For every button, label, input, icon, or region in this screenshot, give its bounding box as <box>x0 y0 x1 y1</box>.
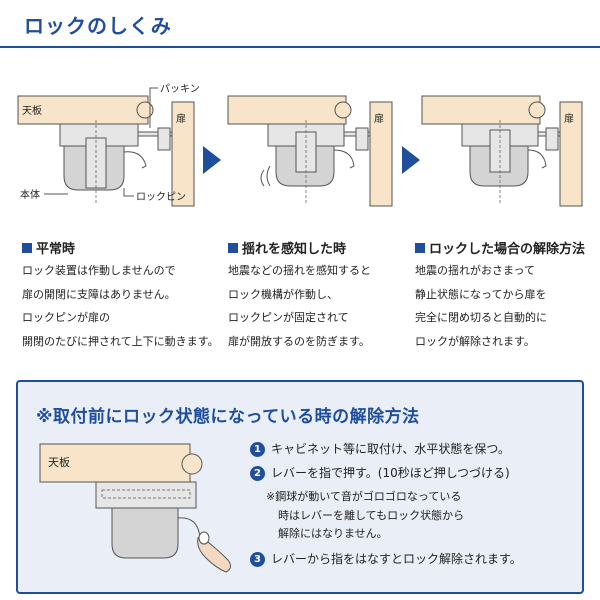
release-heading-text: ロックした場合の解除方法 <box>429 242 586 257</box>
shaking-description: 地震などの揺れを感知すると ロック機構が作動し、 ロックピンが固定されて 扉が開… <box>228 259 371 353</box>
square-bullet-icon <box>228 243 238 253</box>
arrow-right-icon <box>203 146 221 174</box>
release-board-label: 天板 <box>48 455 70 469</box>
release-note: ※鋼球が動いて音がゴロゴロなっている 時はレバーを離してもロック状態から 解除に… <box>266 488 464 544</box>
label-door-2: 扉 <box>374 112 384 125</box>
step-text: レバーを指で押す。(10秒ほど押しつづける) <box>271 466 510 480</box>
shaking-heading-text: 揺れを感知した時 <box>242 242 347 257</box>
normal-description: ロック装置は作動しませんので 扉の開閉に支障はありません。 ロックピンが扉の 開… <box>22 259 219 353</box>
text-line: 完全に閉め切ると自動的に <box>415 311 547 324</box>
page-title: ロックのしくみ <box>24 14 172 38</box>
release-description: 地震の揺れがおさまって 静止状態になってから扉を 完全に閉め切ると自動的に ロッ… <box>415 259 547 353</box>
step-text: レバーから指をはなすとロック解除されます。 <box>271 552 522 566</box>
lock-mechanism-diagram: .bd { fill:#f8e4c8; stroke:#555; stroke-… <box>17 83 583 207</box>
text-line: ロックが解除されます。 <box>415 334 535 348</box>
panel-release <box>421 95 583 207</box>
label-door-3: 扉 <box>564 112 574 125</box>
arrow-right-icon <box>402 146 420 174</box>
label-packing: パッキン <box>160 83 200 95</box>
panel-normal <box>17 87 195 207</box>
note-line: ※鋼球が動いて音がゴロゴロなっている <box>266 490 462 503</box>
shaking-heading: 揺れを感知した時 <box>228 238 346 257</box>
panel-shaking <box>227 95 393 207</box>
square-bullet-icon <box>22 243 32 253</box>
step-number-1: 1 <box>250 442 265 457</box>
release-heading: ロックした場合の解除方法 <box>415 238 585 257</box>
release-step-3: 3 レバーから指をはなすとロック解除されます。 <box>250 550 522 567</box>
text-line: 扉の開閉に支障はありません。 <box>22 287 176 301</box>
step-number-2: 2 <box>250 466 265 481</box>
release-step-1: 1 キャビネット等に取付け、水平状態を保つ。 <box>250 440 510 457</box>
text-line: ロック機構が作動し、 <box>228 287 338 301</box>
door <box>171 101 195 207</box>
text-line: 静止状態になってから扉を <box>415 287 547 301</box>
release-step-2: 2 レバーを指で押す。(10秒ほど押しつづける) <box>250 464 510 481</box>
title-rule <box>0 46 600 48</box>
note-line: 解除にはなりません。 <box>278 527 388 540</box>
release-box-title: ※取付前にロック状態になっている時の解除方法 <box>36 407 420 427</box>
square-bullet-icon <box>415 243 425 253</box>
text-line: ロック装置は作動しませんので <box>22 264 176 277</box>
text-line: ロックピンが固定されて <box>228 311 349 324</box>
label-top-board: 天板 <box>22 104 42 117</box>
label-door: 扉 <box>176 112 186 125</box>
top-board <box>17 95 149 125</box>
release-diagram: 天板 <box>39 443 232 573</box>
step-number-3: 3 <box>250 552 265 567</box>
text-line: ロックピンが扉の <box>22 311 110 324</box>
normal-heading-text: 平常時 <box>36 242 76 257</box>
note-line: 時はレバーを離してもロック状態から <box>278 508 465 522</box>
text-line: 地震の揺れがおさまって <box>415 264 536 277</box>
step-text: キャビネット等に取付け、水平状態を保つ。 <box>271 442 510 456</box>
text-line: 地震などの揺れを感知すると <box>228 264 371 277</box>
normal-heading: 平常時 <box>22 238 75 257</box>
text-line: 開閉のたびに押されて上下に動きます。 <box>22 334 219 348</box>
label-body: 本体 <box>20 188 40 201</box>
label-lock-pin: ロックピン <box>136 191 186 203</box>
packing <box>136 101 154 119</box>
text-line: 扉が開放するのを防ぎます。 <box>228 334 370 348</box>
